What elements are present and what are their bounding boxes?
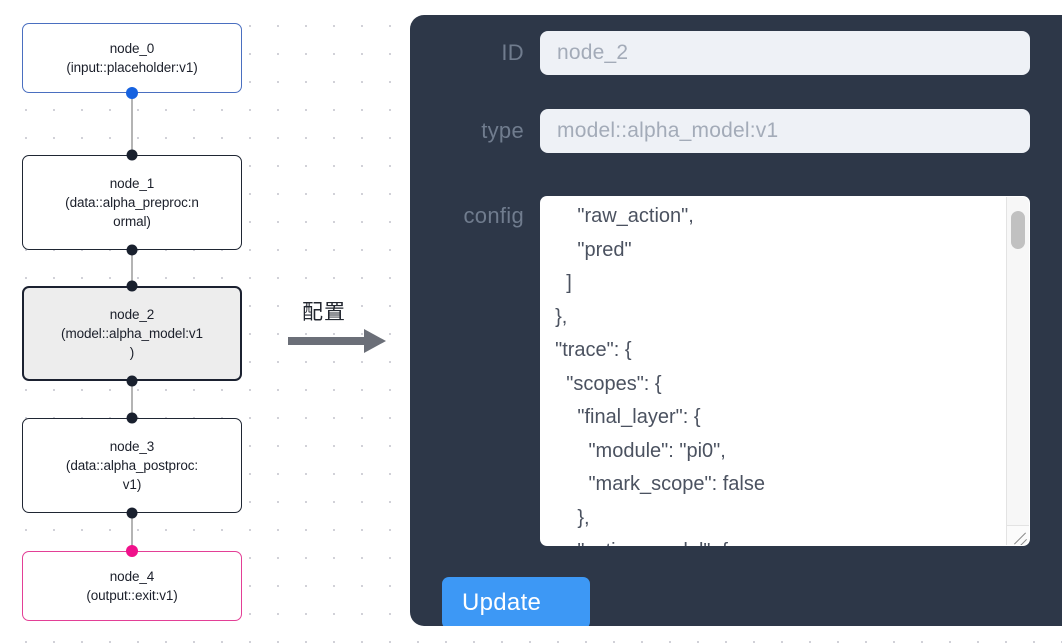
flow-node-label-line: node_2 [109,306,155,322]
config-scrollbar-thumb[interactable] [1011,211,1025,249]
config-textarea[interactable]: "raw_action", "pred" ] }, "trace": { "sc… [540,196,1030,546]
id-field-label: ID [501,40,524,65]
edge-node3-node4 [131,513,133,551]
field-row-type: type [426,109,1030,153]
node-handle-node_3-source[interactable] [126,507,138,519]
flow-node-label-line: ormal) [113,214,151,230]
flow-node-label-line: (model::alpha_model:v1 [61,325,203,341]
update-button[interactable]: Update [442,577,590,626]
flow-node-label-line: (data::alpha_preproc:n [65,194,199,210]
type-input[interactable] [540,109,1030,153]
flow-node-label-line: node_1 [109,175,155,191]
flow-node-label-line: ) [129,345,135,361]
edge-node1-node2 [131,250,133,286]
flow-node-node_1[interactable]: node_1 (data::alpha_preproc:n ormal) [22,155,242,250]
flow-node-node_3[interactable]: node_3 (data::alpha_postproc: v1) [22,418,242,513]
annotation-caption: 配置 [302,300,346,324]
edge-node2-node3 [131,381,133,418]
annotation-arrow-group: 配置 [288,296,398,366]
flow-node-label-line: (input::placeholder:v1) [66,60,198,75]
node-handle-node_3-target[interactable] [126,412,138,424]
arrow-head-icon [364,329,386,353]
arrow-shaft-icon [288,337,366,345]
type-field-label: type [481,118,524,143]
edge-node0-node1 [131,93,133,155]
field-row-id: ID [426,31,1030,75]
flow-node-label-line: v1) [122,477,142,493]
node-handle-node_1-target[interactable] [126,149,138,161]
flow-node-node_0[interactable]: node_0 (input::placeholder:v1) [22,23,242,93]
field-row-config: config "raw_action", "pred" ] }, "trace"… [426,196,1030,546]
node-handle-node_2-source[interactable] [126,375,138,387]
config-field-label: config [463,203,524,228]
id-input[interactable] [540,31,1030,75]
node-inspector-panel: ID type config "raw_action", "pred" ] },… [410,15,1062,626]
node-handle-node_4-target[interactable] [126,545,138,557]
config-scrollbar-track[interactable] [1006,197,1029,527]
node-handle-node_1-source[interactable] [126,244,138,256]
flow-node-label-line: node_3 [109,438,155,454]
flow-node-label-line: node_0 [109,40,155,56]
flow-node-label-line: (output::exit:v1) [86,588,178,603]
flow-node-node_4[interactable]: node_4 (output::exit:v1) [22,551,242,621]
resize-handle-icon[interactable] [1006,525,1029,545]
flow-node-label-line: (data::alpha_postproc: [65,457,199,473]
node-handle-node_2-target[interactable] [126,280,138,292]
flow-node-node_2[interactable]: node_2 (model::alpha_model:v1 ) [22,286,242,381]
config-textarea-wrapper: "raw_action", "pred" ] }, "trace": { "sc… [540,196,1030,546]
node-handle-node_0-source[interactable] [126,87,138,99]
flow-node-label-line: node_4 [109,568,155,584]
